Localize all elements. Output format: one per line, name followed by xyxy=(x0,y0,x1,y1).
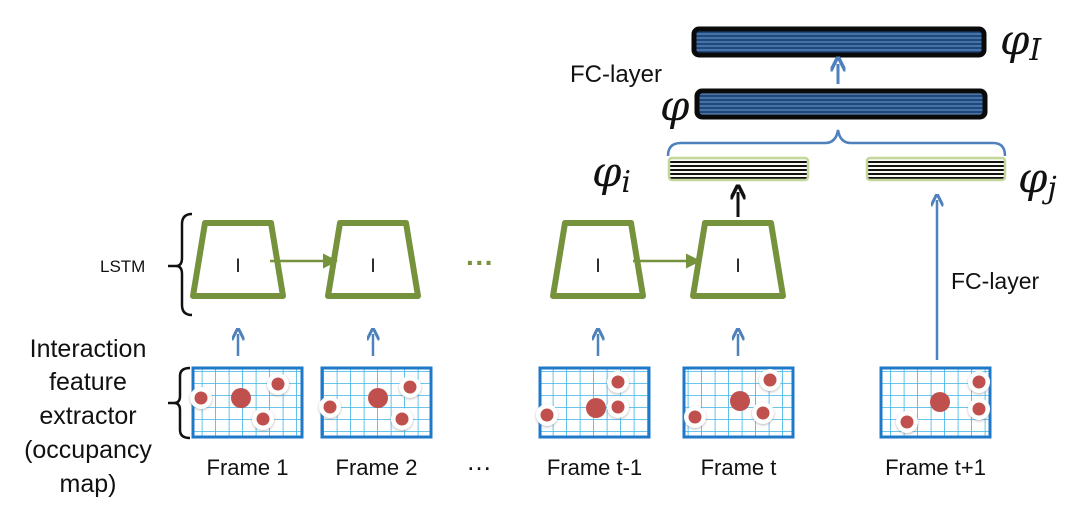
fc-layer-label-right: FC-layer xyxy=(951,268,1040,294)
svg-text:extractor: extractor xyxy=(39,402,136,430)
ego-agent-dot xyxy=(930,392,950,412)
frames-ellipsis: … xyxy=(466,446,492,476)
neighbor-agent-dot xyxy=(271,377,285,391)
lstm-label: LSTM xyxy=(100,257,145,276)
frame-occupancy-map: Frame 1 xyxy=(190,366,304,480)
svg-text:feature: feature xyxy=(49,368,127,396)
extractor-brace xyxy=(168,366,191,440)
svg-text:map): map) xyxy=(60,470,117,498)
frame-label: Frame 2 xyxy=(336,455,418,480)
fc-output-bar-phi-I xyxy=(691,26,987,58)
lstm-cell: I xyxy=(325,220,421,356)
neighbor-agent-dot xyxy=(900,415,914,429)
neighbor-agent-dot xyxy=(256,412,270,426)
neighbor-agent-dot xyxy=(756,406,770,420)
ego-agent-dot xyxy=(368,388,388,408)
lstm-cell: I xyxy=(190,220,286,356)
lstm-cell-label: I xyxy=(235,256,240,277)
occupancy-grid-border xyxy=(538,366,651,439)
frame-label: Frame t-1 xyxy=(547,455,642,480)
neighbor-agent-dot xyxy=(972,402,986,416)
extractor-label: Interaction feature extractor (occupancy… xyxy=(24,335,152,498)
svg-text:(occupancy: (occupancy xyxy=(24,436,152,464)
neighbor-agent-dot xyxy=(403,380,417,394)
phi-I-symbol: φI xyxy=(1000,15,1042,68)
lstm-brace xyxy=(168,212,193,317)
ego-agent-dot xyxy=(586,398,606,418)
svg-text:Interaction: Interaction xyxy=(30,335,147,363)
occupancy-grid-border xyxy=(682,366,795,439)
neighbor-agent-dot xyxy=(763,373,777,387)
lstm-cell-shape xyxy=(190,220,286,299)
phi-symbol: φ xyxy=(660,81,690,130)
frame-occupancy-map: Frame t-1 xyxy=(536,366,651,480)
feature-bar-phi-i xyxy=(667,156,810,182)
frame-occupancy-map: Frame t+1 xyxy=(879,366,992,480)
neighbor-agent-dot xyxy=(323,400,337,414)
lstm-cell-shape xyxy=(550,220,646,299)
neighbor-agent-dot xyxy=(972,375,986,389)
lstm-cell-label: I xyxy=(735,256,740,277)
neighbor-agent-dot xyxy=(194,391,208,405)
occupancy-grid-border xyxy=(879,366,992,439)
frame-label: Frame 1 xyxy=(207,455,289,480)
frame-occupancy-map: Frame t xyxy=(682,366,795,480)
frame-occupancy-map: Frame 2 xyxy=(319,366,433,480)
neighbor-agent-dot xyxy=(611,375,625,389)
lstm-cell-shape xyxy=(325,220,421,299)
fc-combined-bar-phi xyxy=(694,88,988,120)
ego-agent-dot xyxy=(730,391,750,411)
phi-i-symbol: φi xyxy=(592,147,631,200)
lstm-ellipsis: ··· xyxy=(466,247,494,278)
lstm-cell-label: I xyxy=(595,256,600,277)
neighbor-agent-dot xyxy=(611,400,625,414)
phi-j-symbol: φj xyxy=(1018,153,1057,206)
lstm-cell: I xyxy=(690,220,786,356)
lstm-cell: I xyxy=(550,220,646,356)
neighbor-agent-dot xyxy=(395,412,409,426)
frame-label: Frame t xyxy=(701,455,777,480)
fc-layer-label-top: FC-layer xyxy=(570,61,662,88)
ego-agent-dot xyxy=(231,388,251,408)
feature-bar-phi-j xyxy=(865,156,1007,182)
concat-brace xyxy=(666,129,1007,157)
neighbor-agent-dot xyxy=(540,408,554,422)
lstm-cell-label: I xyxy=(370,256,375,277)
lstm-cell-shape xyxy=(690,220,786,299)
frame-label: Frame t+1 xyxy=(885,455,986,480)
neighbor-agent-dot xyxy=(688,410,702,424)
